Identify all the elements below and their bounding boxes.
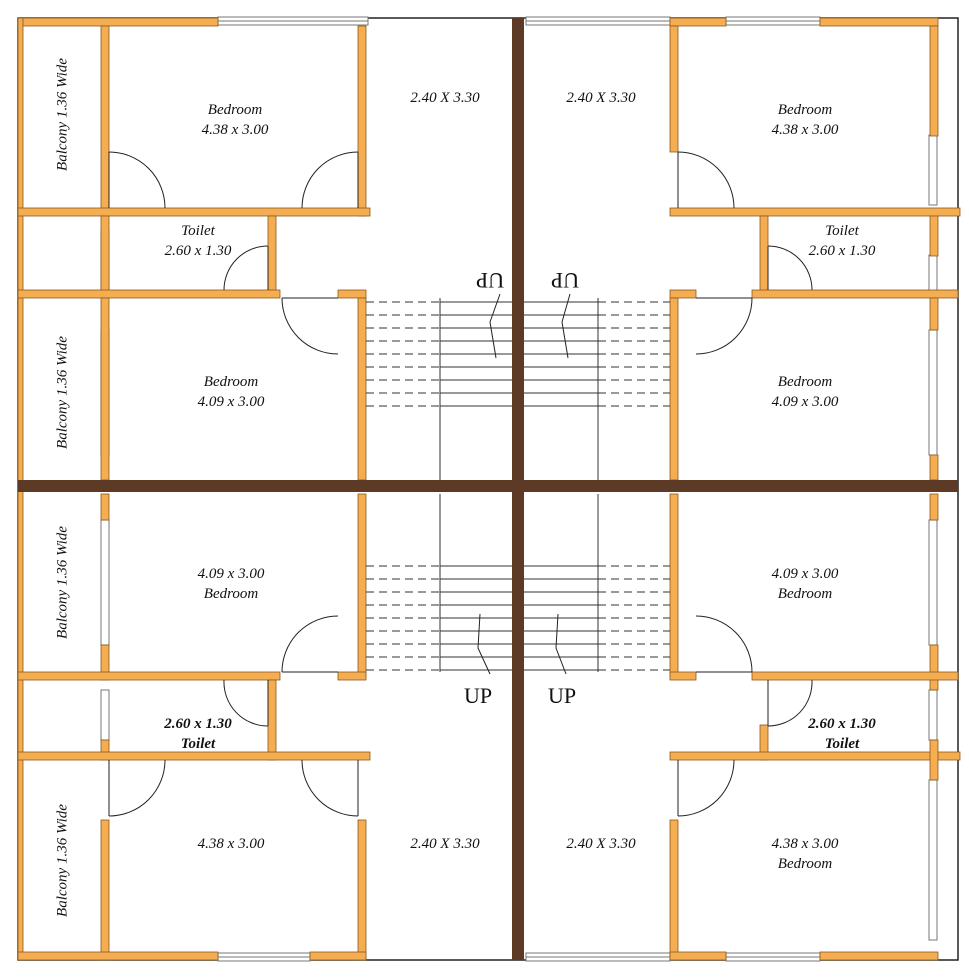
bl-room-size: 4.38 x 3.00 (197, 836, 265, 852)
balcony-label-1: Balcony 1.36 Wide (54, 58, 71, 171)
up-label-tl: UP (475, 268, 505, 293)
up-label-br: UP (547, 683, 577, 708)
lobby-bl-label: 2.40 X 3.30 (410, 836, 480, 852)
up-label-bl: UP (463, 683, 493, 708)
tl-bedroom2-size: 4.09 x 3.00 (197, 394, 265, 410)
walls (17, 17, 961, 961)
br-toilet-label: 2.60 x 1.30 Toilet (782, 714, 902, 754)
br-bedroom-label: 4.09 x 3.00 Bedroom (750, 564, 860, 604)
lobby-tr-label: 2.40 X 3.30 (566, 90, 636, 106)
tl-toilet-name: Toilet (181, 223, 215, 239)
bl-toilet-size: 2.60 x 1.30 (164, 716, 232, 732)
tl-bedroom-size: 4.38 x 3.00 (201, 122, 269, 138)
tr-toilet-label: Toilet 2.60 x 1.30 (782, 221, 902, 261)
bl-bedroom-size: 4.09 x 3.00 (197, 566, 265, 582)
up-label-tr: UP (550, 268, 580, 293)
tr-toilet-size: 2.60 x 1.30 (808, 243, 876, 259)
stair-arrows (477, 293, 571, 675)
lobby-br-label: 2.40 X 3.30 (566, 836, 636, 852)
tr-bedroom-size: 4.38 x 3.00 (771, 122, 839, 138)
treads-top (366, 301, 670, 407)
br-room-label: 4.38 x 3.00 Bedroom (750, 834, 860, 874)
tr-bedroom2-size: 4.09 x 3.00 (771, 394, 839, 410)
tl-bedroom2-label: Bedroom 4.09 x 3.00 (176, 372, 286, 412)
bl-toilet-label: 2.60 x 1.30 Toilet (138, 714, 258, 754)
tl-bedroom2-name: Bedroom (203, 374, 259, 390)
tr-bedroom2-label: Bedroom 4.09 x 3.00 (750, 372, 860, 412)
tl-bedroom-name: Bedroom (207, 102, 263, 118)
door-swings (108, 151, 813, 817)
lobby-tl-label: 2.40 X 3.30 (410, 90, 480, 106)
br-toilet-size: 2.60 x 1.30 (808, 716, 876, 732)
br-room-size: 4.38 x 3.00 (771, 836, 839, 852)
party-wall-horizontal (18, 480, 958, 492)
tl-toilet-label: Toilet 2.60 x 1.30 (138, 221, 258, 261)
tr-bedroom-name: Bedroom (777, 102, 833, 118)
br-room-name: Bedroom (777, 856, 833, 872)
bl-bedroom-name: Bedroom (203, 586, 259, 602)
tr-bedroom2-name: Bedroom (777, 374, 833, 390)
balcony-label-4: Balcony 1.36 Wide (54, 804, 71, 917)
tl-toilet-size: 2.60 x 1.30 (164, 243, 232, 259)
treads-bottom (366, 565, 670, 671)
tr-toilet-name: Toilet (825, 223, 859, 239)
br-toilet-name: Toilet (824, 736, 860, 752)
bl-toilet-name: Toilet (180, 736, 216, 752)
tr-bedroom-label: Bedroom 4.38 x 3.00 (750, 100, 860, 140)
balcony-label-3: Balcony 1.36 Wide (54, 526, 71, 639)
windows (100, 16, 938, 962)
balcony-label-2: Balcony 1.36 Wide (54, 336, 71, 449)
br-bedroom-size: 4.09 x 3.00 (771, 566, 839, 582)
tl-bedroom-label: Bedroom 4.38 x 3.00 (180, 100, 290, 140)
br-bedroom-name: Bedroom (777, 586, 833, 602)
bl-bedroom-label: 4.09 x 3.00 Bedroom (176, 564, 286, 604)
bl-room-label: 4.38 x 3.00 (176, 834, 286, 854)
